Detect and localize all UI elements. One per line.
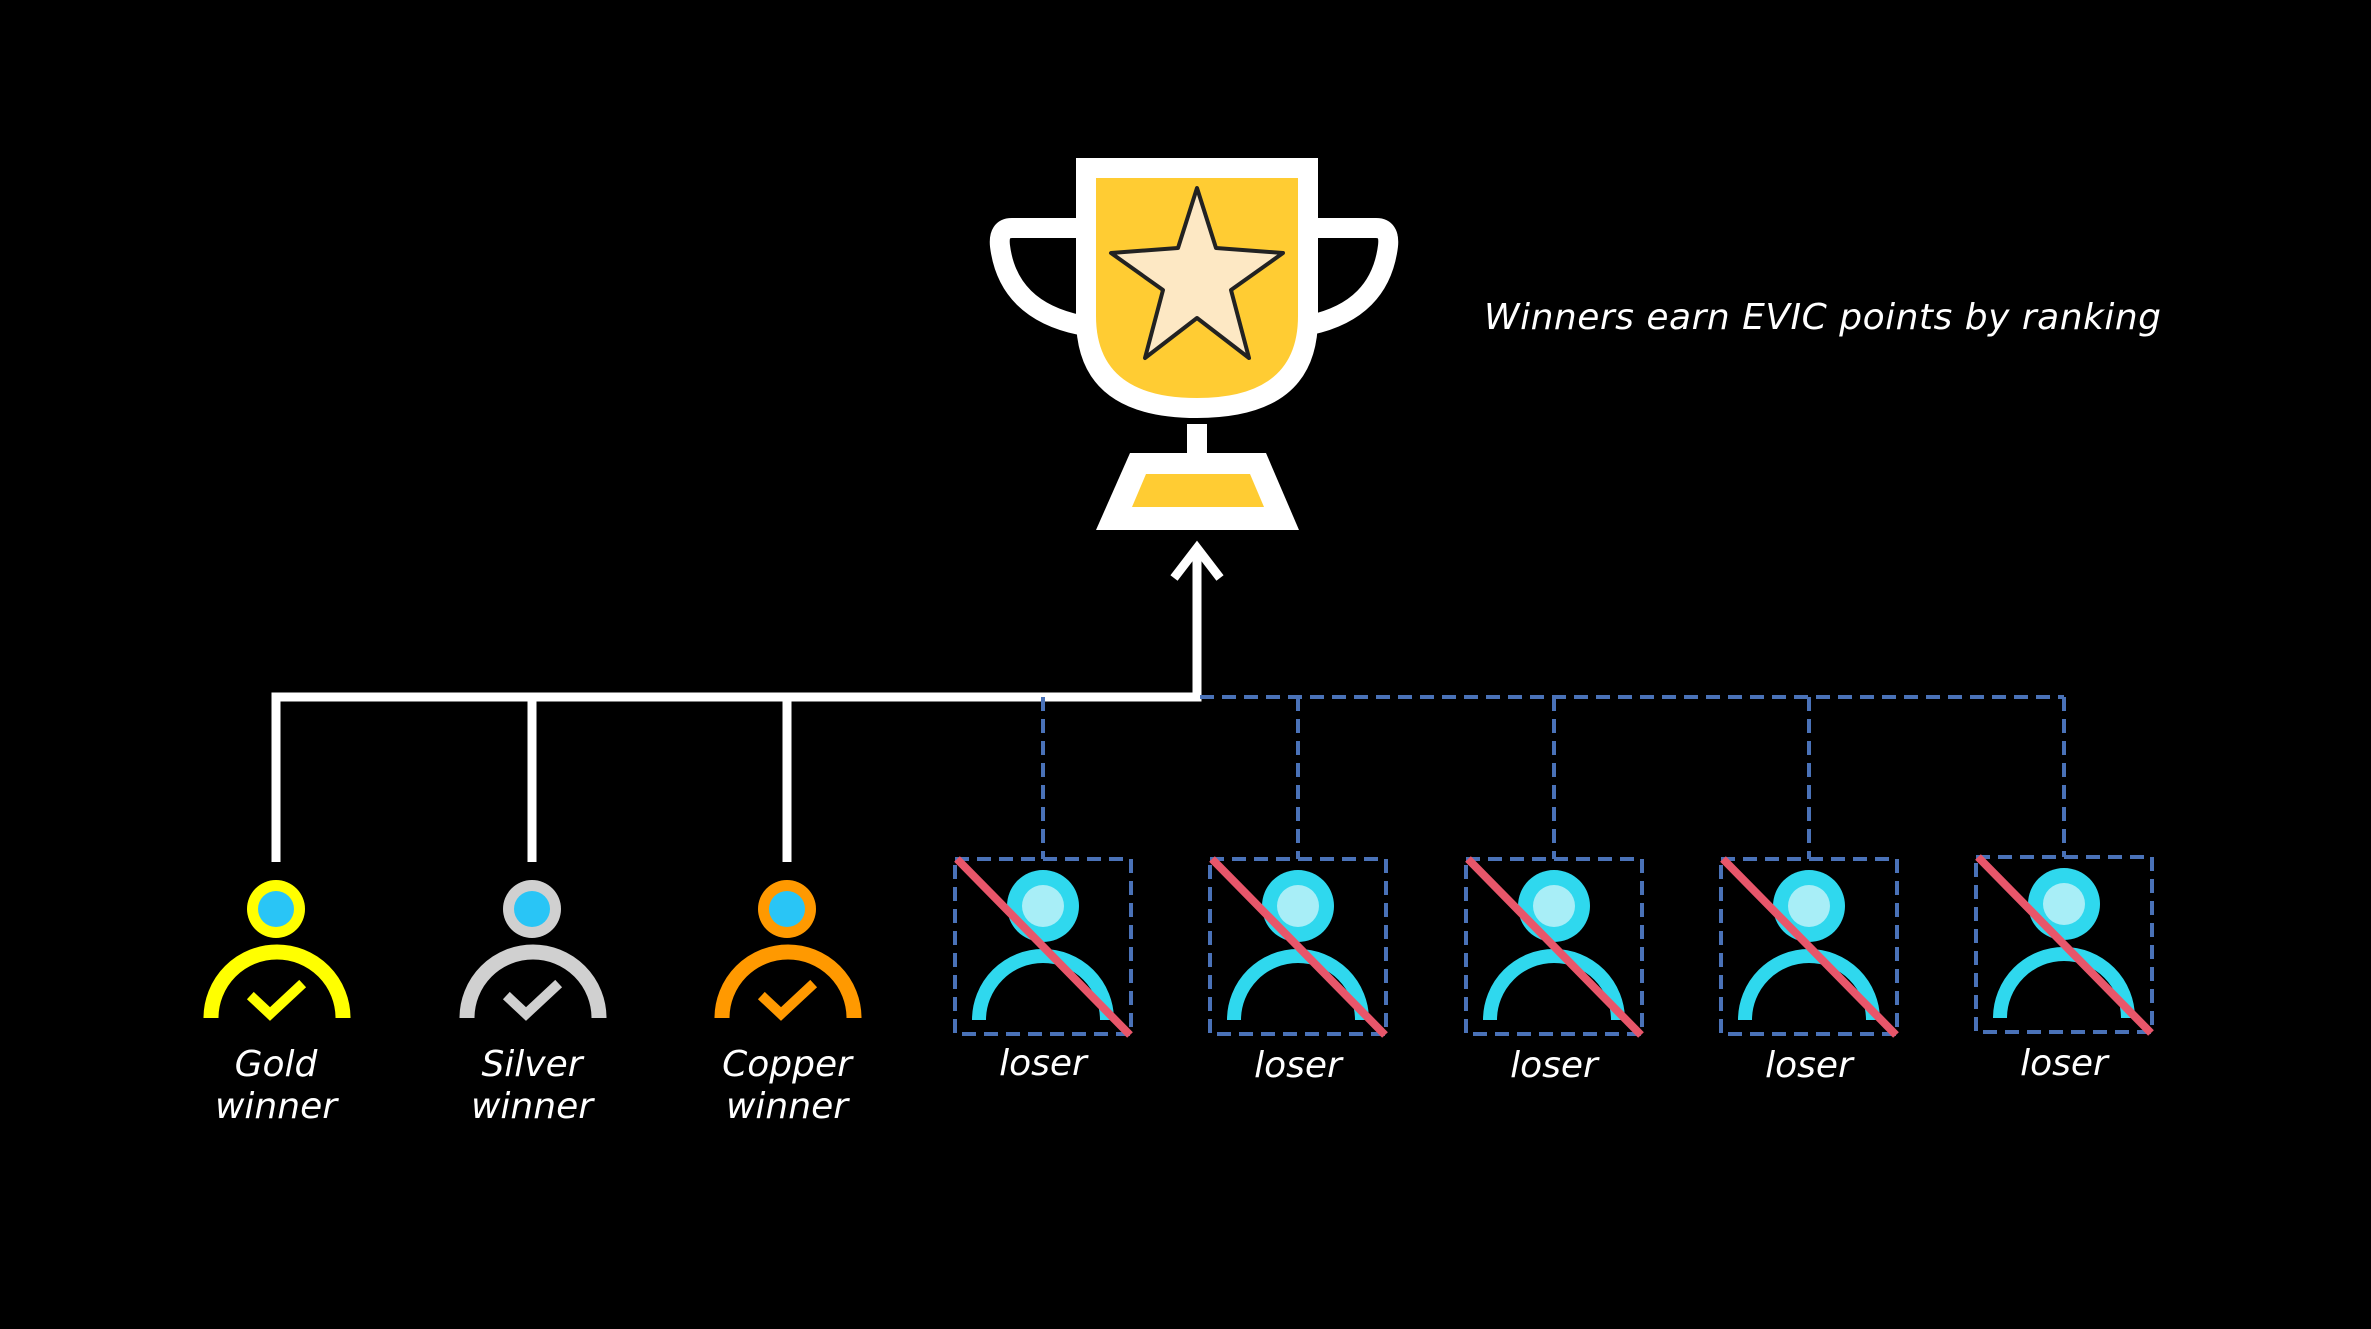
gold-winner: Gold winner xyxy=(203,880,351,1127)
loser-label: loser xyxy=(999,1043,1089,1084)
person-crossed-icon xyxy=(1975,854,2154,1036)
loser-label: loser xyxy=(1510,1045,1600,1086)
copper-winner-label-line2: winner xyxy=(726,1086,850,1127)
person-crossed-icon xyxy=(1465,856,1644,1038)
loser-1: loser xyxy=(953,856,1133,1084)
silver-winner-label-line2: winner xyxy=(471,1086,595,1127)
person-crossed-icon xyxy=(1720,856,1899,1038)
person-check-icon xyxy=(459,880,607,1021)
copper-winner: Copper winner xyxy=(714,880,862,1127)
gold-winner-label-line1: Gold xyxy=(235,1044,319,1085)
trophy-right-handle xyxy=(1300,218,1399,335)
person-check-icon xyxy=(714,880,862,1021)
loser-5: loser xyxy=(1974,854,2154,1084)
loser-connectors xyxy=(1041,695,2066,859)
trophy-stem xyxy=(1187,424,1207,456)
loser-box xyxy=(1464,857,1644,1036)
winner-bus-line xyxy=(271,548,1202,862)
person-crossed-icon xyxy=(954,856,1133,1038)
winner-connectors xyxy=(271,540,1224,862)
loser-3: loser xyxy=(1464,856,1644,1086)
loser-box xyxy=(953,857,1133,1036)
loser-2: loser xyxy=(1208,856,1388,1086)
trophy-left-handle xyxy=(989,218,1090,335)
loser-label: loser xyxy=(2020,1043,2110,1084)
loser-box xyxy=(1719,857,1899,1036)
star-icon xyxy=(1109,186,1285,360)
gold-winner-label-line2: winner xyxy=(215,1086,339,1127)
loser-label: loser xyxy=(1765,1045,1855,1086)
copper-winner-label-line1: Copper xyxy=(722,1044,854,1085)
loser-4: loser xyxy=(1719,856,1899,1086)
person-check-icon xyxy=(203,880,351,1021)
trophy-icon xyxy=(989,158,1399,530)
arrow-up-icon xyxy=(1170,540,1224,581)
caption-text: Winners earn EVIC points by ranking xyxy=(1484,297,2162,338)
silver-winner: Silver winner xyxy=(459,880,607,1127)
loser-box xyxy=(1974,855,2154,1034)
person-crossed-icon xyxy=(1209,856,1388,1038)
silver-winner-label-line1: Silver xyxy=(481,1044,584,1085)
loser-box xyxy=(1208,857,1388,1036)
loser-label: loser xyxy=(1254,1045,1344,1086)
trophy-base-fill xyxy=(1132,474,1264,507)
